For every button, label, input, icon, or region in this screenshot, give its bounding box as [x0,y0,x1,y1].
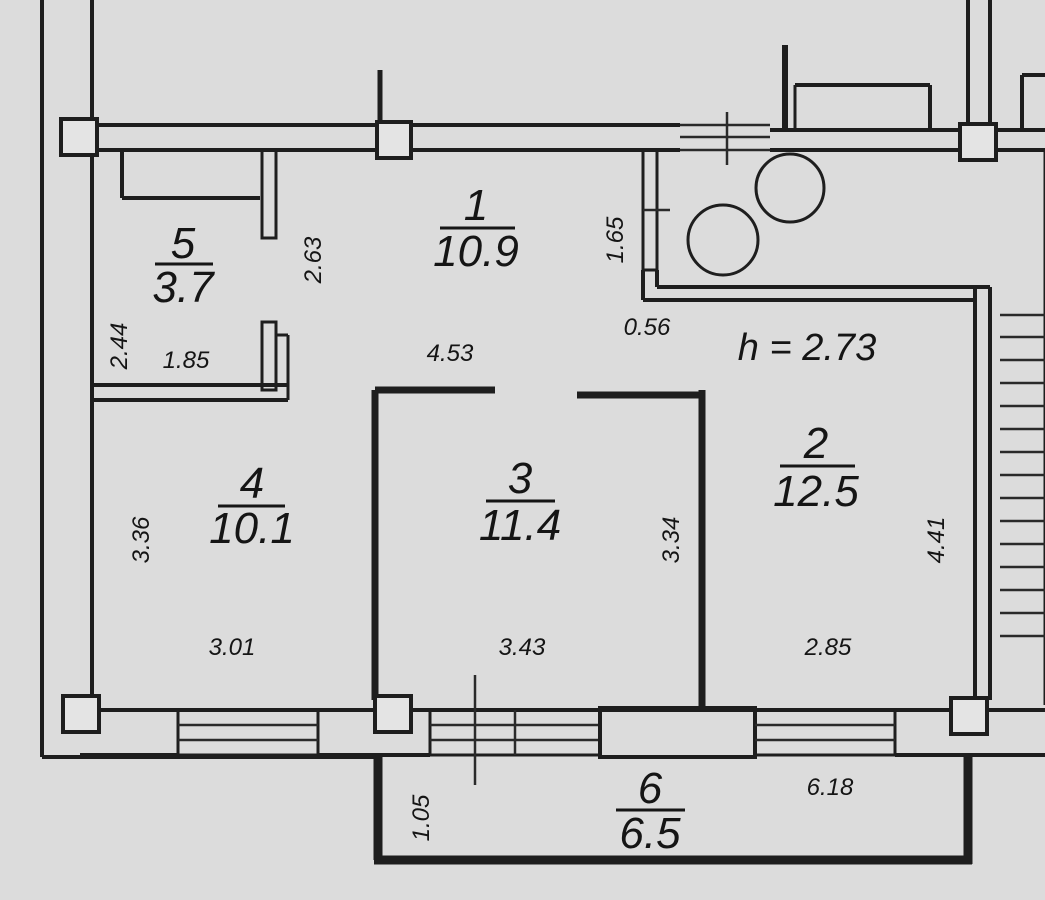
room-label-4: 4 10.1 [209,459,295,553]
wall-segment [598,706,757,759]
fixture-circle [754,152,826,224]
bathroom-block [641,148,990,302]
room-area: 3.7 [152,263,215,312]
dimension-label: 2.44 [106,323,133,371]
ceiling-height-label: h = 2.73 [738,327,876,369]
top-right-structures [782,0,1045,130]
dimension-label: 2.63 [300,236,327,284]
room-3-walls [371,386,706,708]
room-number: 1 [464,181,488,230]
window [176,708,320,757]
dimension-label: 1.05 [408,794,435,841]
room-label-6: 6 6.5 [616,764,685,858]
dimension-label: 6.18 [807,774,854,801]
right-wall [973,150,1045,705]
dimension-label: 1.85 [163,347,210,374]
dimension-label: 4.41 [923,517,950,564]
pillar [373,694,413,734]
room-number: 4 [240,459,264,508]
balcony-walls [373,757,973,865]
room-area: 10.1 [209,504,295,553]
bottom-wall [80,675,1045,785]
room-label-1: 1 10.9 [433,181,519,276]
room-area: 10.9 [433,227,519,276]
dimension-label: 1.65 [602,216,629,263]
dimension-label: 0.56 [624,314,671,341]
fixture-circle [686,203,760,277]
pillar [958,122,998,162]
pillar [949,696,989,736]
room-area: 6.5 [619,809,681,858]
room-number: 2 [803,419,828,468]
dimension-label: 3.01 [209,634,256,661]
window [753,708,897,757]
pillar [375,120,413,160]
pillar [61,694,101,734]
stairs [1000,313,1045,638]
room-label-2: 2 12.5 [773,419,859,516]
dimension-label: 3.43 [499,634,546,661]
room-label-3: 3 11.4 [479,454,561,550]
room-area: 11.4 [479,501,561,550]
room-5-walls [92,148,290,402]
dimension-label: 2.85 [804,634,852,661]
pillar [59,117,99,157]
dimension-label: 4.53 [427,340,474,367]
room-number: 3 [508,454,533,503]
room-number: 6 [638,764,663,813]
pillars [59,117,998,736]
room-label-5: 5 3.7 [152,219,215,312]
dimension-label: 3.34 [658,517,685,564]
room-area: 12.5 [773,467,859,516]
room-number: 5 [171,219,196,268]
dimension-label: 3.36 [128,516,155,563]
